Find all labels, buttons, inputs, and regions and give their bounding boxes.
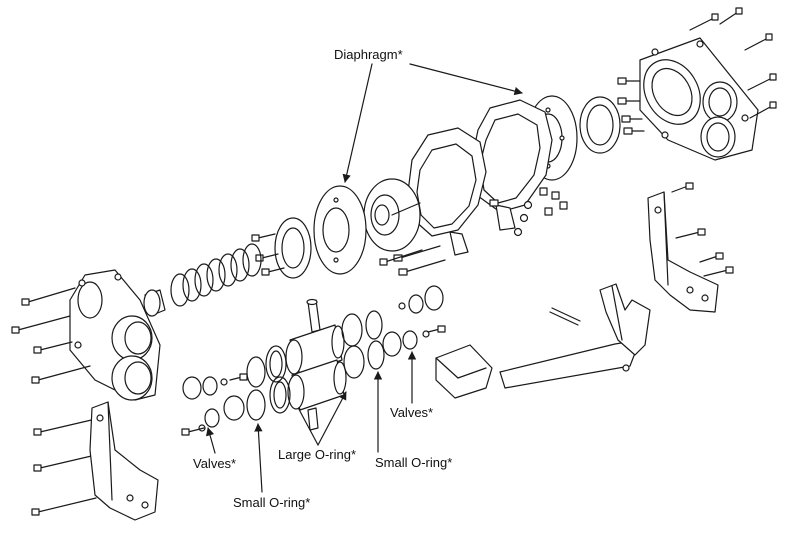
- label-valves-left: Valves*: [193, 456, 237, 471]
- o-rings-left: [246, 345, 291, 421]
- right-chamber-ring: [469, 99, 553, 231]
- bolts-top-right: [689, 7, 777, 119]
- leader-lines: [205, 63, 523, 493]
- rubber-block: [435, 344, 493, 399]
- left-diaphragm: [313, 185, 367, 275]
- small-o-ring: [365, 310, 383, 340]
- label-small-oring-right: Small O-ring*: [375, 455, 453, 470]
- left-gasket: [274, 217, 312, 279]
- pin: [549, 307, 581, 326]
- large-o-ring: [341, 313, 363, 347]
- spring: [170, 243, 262, 307]
- nuts-washers: [489, 187, 568, 237]
- diaphragm-plate: [363, 178, 421, 252]
- spring-seat: [143, 289, 166, 317]
- leader-large-oring-b: [317, 391, 347, 446]
- large-o-ring: [265, 345, 287, 383]
- small-o-ring: [246, 356, 266, 388]
- fasteners-right-cover: [617, 77, 645, 135]
- handle-bracket: [499, 283, 651, 389]
- large-o-ring: [269, 376, 291, 414]
- label-diaphragm: Diaphragm*: [334, 47, 403, 62]
- center-chamber-ring: [407, 127, 487, 256]
- small-o-ring: [246, 389, 266, 421]
- large-o-ring: [343, 345, 365, 379]
- valves-left: [181, 373, 248, 436]
- left-foot-bracket: [89, 401, 159, 521]
- label-large-oring: Large O-ring*: [278, 447, 357, 462]
- leader-valves-left: [205, 427, 216, 454]
- bolts-center: [251, 233, 446, 276]
- small-o-ring: [367, 340, 385, 370]
- right-gasket: [579, 96, 621, 154]
- bolts-left: [11, 287, 101, 516]
- manifold: [285, 298, 347, 431]
- right-end-cover: [639, 37, 759, 161]
- leader-diaphragm-left: [342, 63, 373, 183]
- label-valves-right: Valves*: [390, 405, 434, 420]
- o-rings-right: [341, 310, 385, 379]
- bolts-right-bracket: [671, 182, 734, 277]
- left-end-cover: [69, 269, 161, 401]
- valves-right: [382, 285, 446, 357]
- right-foot-bracket: [647, 191, 719, 313]
- label-small-oring-bottom: Small O-ring*: [233, 495, 311, 510]
- leader-diaphragm-right: [409, 63, 523, 96]
- leader-small-oring-bottom: [254, 423, 263, 493]
